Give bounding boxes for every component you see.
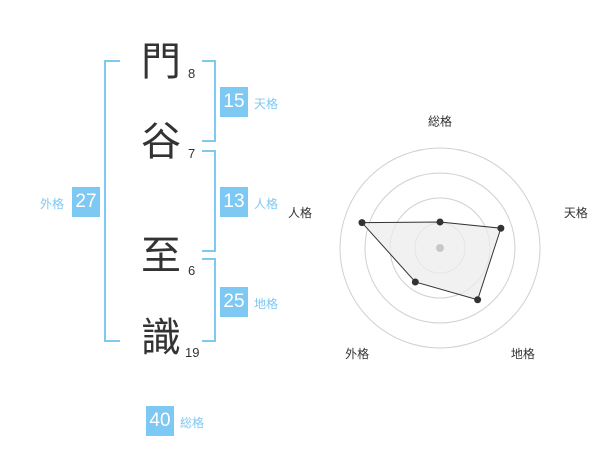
stroke-count-3: 6 bbox=[188, 263, 196, 278]
jinkaku-label: 人格 bbox=[254, 197, 279, 211]
chikaku-label: 地格 bbox=[254, 297, 279, 311]
chikaku-bracket bbox=[202, 258, 216, 342]
radar-axis-label-1: 総格 bbox=[428, 114, 452, 129]
radar-axis-label-2: 天格 bbox=[564, 205, 588, 220]
gaikaku-value: 27 bbox=[72, 187, 100, 217]
tenkaku-label: 天格 bbox=[254, 97, 279, 111]
radar-point-5 bbox=[358, 219, 366, 227]
radar-point-2 bbox=[497, 224, 505, 232]
radar-grid-ring bbox=[364, 172, 516, 324]
gaikaku-bracket bbox=[104, 60, 120, 342]
radar-point-1 bbox=[436, 218, 444, 226]
tenkaku-value: 15 bbox=[220, 87, 248, 117]
name-char-1: 門 bbox=[141, 39, 181, 85]
name-char-2: 谷 bbox=[141, 119, 181, 165]
radar-center-dot bbox=[436, 244, 444, 252]
tenkaku-bracket bbox=[202, 60, 216, 142]
radar-axis-label-5: 人格 bbox=[288, 205, 312, 220]
name-char-3: 至 bbox=[141, 233, 181, 279]
soukaku-value: 40 bbox=[146, 406, 174, 436]
radar-point-3 bbox=[474, 296, 482, 304]
radar-point-4 bbox=[411, 278, 419, 286]
stroke-count-4: 19 bbox=[185, 345, 200, 360]
gaikaku-label: 外格 bbox=[40, 197, 65, 211]
stroke-count-1: 8 bbox=[188, 66, 196, 81]
name-char-4: 識 bbox=[141, 315, 181, 361]
chikaku-value: 25 bbox=[220, 287, 248, 317]
radar-grid-ring bbox=[339, 147, 541, 349]
soukaku-label: 総格 bbox=[180, 416, 205, 430]
radar-axis-label-4: 外格 bbox=[345, 346, 369, 361]
radar-series-area bbox=[360, 221, 502, 301]
radar-axis-label-3: 地格 bbox=[511, 346, 535, 361]
jinkaku-value: 13 bbox=[220, 187, 248, 217]
stroke-count-2: 7 bbox=[188, 146, 196, 161]
jinkaku-bracket bbox=[202, 150, 216, 252]
